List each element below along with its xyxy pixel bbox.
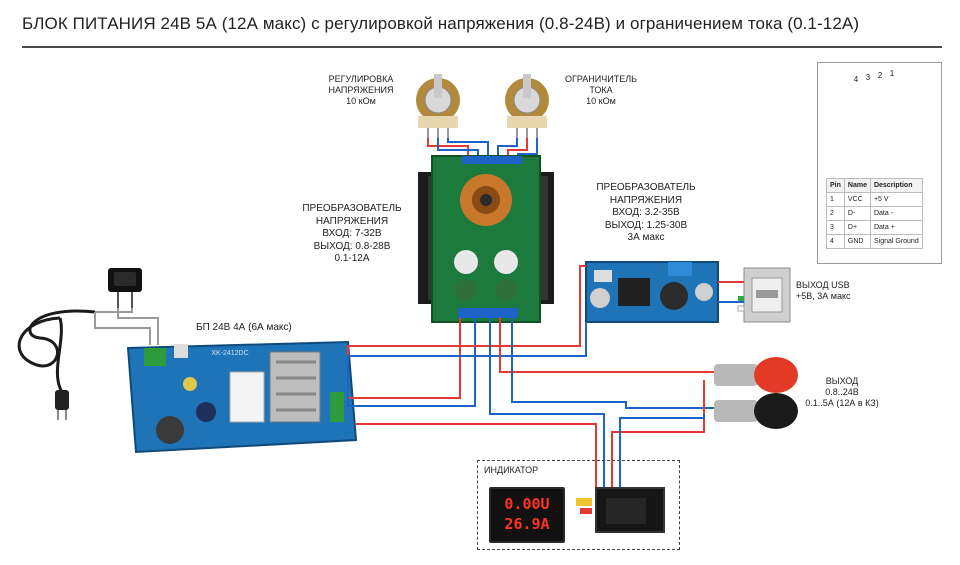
converter1-label: ПРЕОБРАЗОВАТЕЛЬ НАПРЯЖЕНИЯ ВХОД: 7-32В В… (302, 203, 402, 264)
pot-current-label: ОГРАНИЧИТЕЛЬ ТОКА 10 кОм (564, 74, 638, 106)
pot-voltage-label: РЕГУЛИРОВКА НАПРЯЖЕНИЯ 10 кОм (328, 74, 394, 106)
usb-pinout-table: Pin Name Description 1 VCC +5 V 2 D- Dat… (826, 178, 923, 249)
converter2-board (585, 261, 719, 323)
name-header: Name (843, 178, 871, 193)
indicator-voltage-readout: 0.00U (504, 495, 550, 513)
description-header: Description (869, 178, 923, 193)
table-row: 1 VCC +5 V (826, 192, 923, 207)
usb-pin-number-1: 1 (889, 69, 895, 78)
mains-wire-2 (117, 308, 159, 345)
indicator-frame (477, 460, 680, 550)
table-row: 3 D+ Data + (826, 220, 923, 235)
indicator-title: ИНДИКАТОР (484, 465, 539, 475)
mains-wire-1 (94, 312, 151, 345)
psu-board (126, 340, 358, 454)
pot-voltage-graphic (416, 74, 460, 138)
converter2-label: ПРЕОБРАЗОВАТЕЛЬ НАПРЯЖЕНИЯ ВХОД: 3.2-35В… (596, 182, 696, 243)
usb-pin-number-2: 2 (877, 71, 883, 80)
table-row: 2 D- Data - (826, 206, 923, 221)
usb-output-label: ВЫХОД USB +5В, 3А макс (796, 280, 851, 301)
output-terminal-black (714, 393, 798, 429)
title-underline (22, 46, 942, 48)
psu-label: БП 24В 4А (6А макс) (196, 322, 292, 333)
pot-current-graphic (505, 74, 549, 138)
indicator-current-readout: 26.9A (504, 515, 550, 533)
pin-header: Pin (826, 178, 845, 193)
psu-marking: XK-2412DC (211, 350, 249, 357)
indicator-display: 0.00U 26.9A (489, 487, 565, 543)
converter1-board (418, 155, 554, 323)
power-cord (17, 309, 96, 420)
usb-socket-graphic (743, 267, 791, 323)
output-terminal-red (714, 357, 798, 393)
usb-pin-number-4: 4 (853, 75, 859, 84)
main-output-label: ВЫХОД 0.8..24В 0.1..5А (12А в КЗ) (805, 376, 879, 408)
power-switch (108, 268, 142, 308)
usb-pin-number-3: 3 (865, 73, 871, 82)
indicator-module-graphic (576, 487, 665, 533)
table-row: 4 GND Signal Ground (826, 234, 923, 249)
mains-wire-3 (95, 308, 133, 313)
diagram-title: БЛОК ПИТАНИЯ 24В 5А (12А макс) с регулир… (22, 14, 860, 33)
